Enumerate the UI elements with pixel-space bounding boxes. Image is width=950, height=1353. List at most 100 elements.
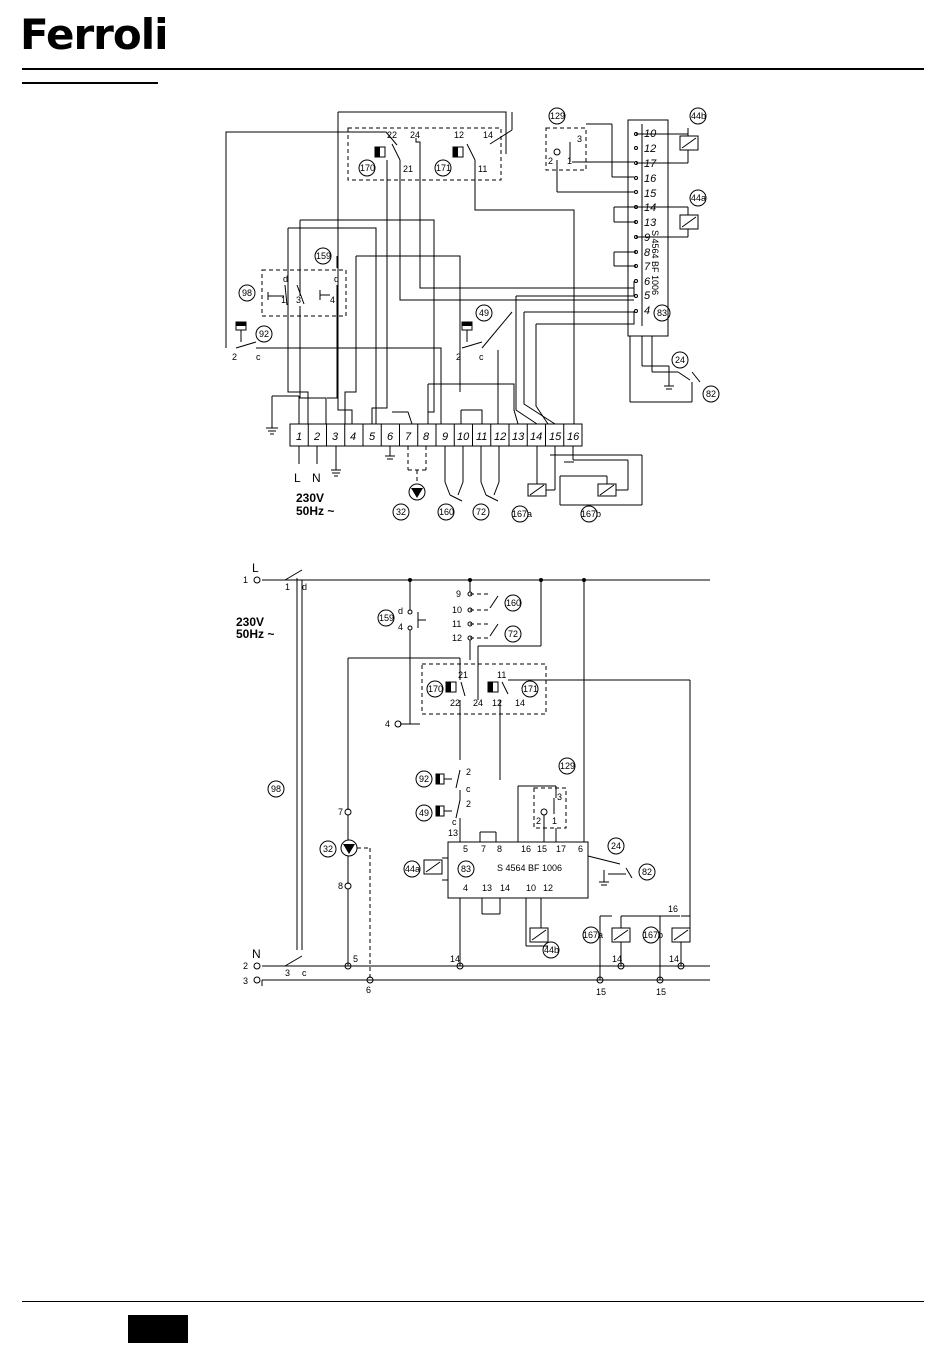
terminal-label: 5 — [353, 954, 358, 964]
switches-160-72 — [444, 446, 500, 502]
module-pin: 4 — [463, 883, 468, 893]
terminal-label: 7 — [338, 807, 343, 817]
pump-32 — [385, 446, 427, 501]
ref-83: 83 — [461, 864, 471, 874]
contact-label: 1 — [552, 816, 557, 826]
control-module-83: S 4564 BF 1006 10 12 17 16 15 14 13 9 8 … — [613, 119, 701, 403]
contact-label: 2 — [466, 767, 471, 777]
contact-label: 4 — [330, 295, 335, 305]
terminal-label: 6 — [387, 431, 394, 443]
module-pin: 9 — [644, 232, 650, 244]
terminal-label: 14 — [669, 954, 679, 964]
contact-label: 22 — [387, 130, 397, 140]
ref-92: 92 — [419, 774, 429, 784]
module-pin: 16 — [521, 844, 531, 854]
ref-49: 49 — [419, 808, 429, 818]
module-pin: 4 — [644, 305, 650, 317]
switch-box-129: 3 2 1 — [545, 123, 634, 193]
terminal-label: 10 — [457, 431, 470, 443]
ref-44b: 44b — [691, 111, 706, 121]
ref-167b: 167b — [643, 930, 663, 940]
switches-92-49: 2 c 2 c — [232, 321, 484, 362]
contact-label: 12 — [492, 698, 502, 708]
terminal-label: 16 — [567, 431, 580, 443]
terminal-label: 4 — [350, 431, 356, 443]
module-pin: 5 — [644, 290, 651, 302]
ref-129: 129 — [550, 111, 565, 121]
contact-label: 3 — [296, 295, 301, 305]
ref-98: 98 — [271, 784, 281, 794]
contact-label: 1 — [285, 582, 290, 592]
header-underline — [22, 82, 158, 84]
contact-label: 11 — [497, 670, 506, 680]
ref-171: 171 — [523, 684, 538, 694]
terminal-label: 7 — [405, 431, 412, 443]
terminal-label: 11 — [476, 431, 487, 443]
contact-label: 2 — [536, 816, 541, 826]
terminal-label: 15 — [549, 431, 562, 443]
contact-label: 11 — [478, 164, 487, 174]
terminal-label: 3 — [332, 431, 339, 443]
contact-label: 4 — [398, 622, 403, 632]
ref-82: 82 — [706, 389, 716, 399]
contact-label: 24 — [410, 130, 420, 140]
module-label: S 4564 BF 1006 — [650, 230, 660, 295]
ref-44a: 44a — [405, 864, 420, 874]
terminal-label: 15 — [656, 987, 666, 997]
line-L-label: L — [252, 561, 259, 575]
terminal-label: 8 — [338, 881, 343, 891]
ref-170: 170 — [360, 163, 375, 173]
ref-160: 160 — [439, 507, 454, 517]
terminal-label: 9 — [456, 589, 461, 599]
terminal-label: 14 — [450, 954, 460, 964]
footer-rule — [22, 1301, 924, 1302]
ref-92: 92 — [259, 329, 269, 339]
terminal-label: 14 — [612, 954, 622, 964]
line-N-label: N — [252, 947, 261, 961]
page-number-tab — [128, 1315, 188, 1343]
ref-167a: 167a — [583, 930, 603, 940]
terminal-label: 1 — [296, 431, 302, 443]
terminal-label: 3 — [243, 976, 248, 986]
contact-label: d — [398, 606, 403, 616]
supply-rating-voltage: 230V — [296, 491, 324, 505]
top-wiring — [225, 111, 635, 425]
contact-label: c — [479, 352, 484, 362]
contact-label: d — [334, 274, 339, 284]
ref-24: 24 — [611, 841, 621, 851]
module-pin: 6 — [644, 276, 651, 288]
module-pin: 12 — [543, 883, 553, 893]
ref-170: 170 — [428, 684, 443, 694]
contact-label: 3 — [285, 968, 290, 978]
ref-83: 83 — [657, 308, 667, 318]
supply-rating-voltage: 230V — [236, 615, 264, 629]
terminal-label: 6 — [366, 985, 371, 995]
supply-N-label: N — [312, 471, 321, 485]
contact-label: 21 — [458, 670, 468, 680]
contact-label: 14 — [483, 130, 493, 140]
supply-rating-frequency: 50Hz ~ — [296, 504, 334, 518]
module-pin: 6 — [578, 844, 583, 854]
terminal-label: 1 — [243, 575, 248, 585]
contact-label: 14 — [515, 698, 525, 708]
contact-label: 1 — [567, 156, 572, 166]
module-pin: 12 — [644, 143, 656, 155]
contact-label: 24 — [473, 698, 483, 708]
ref-49: 49 — [479, 308, 489, 318]
module-pin: 10 — [526, 883, 536, 893]
ref-159: 159 — [379, 613, 394, 623]
ref-24: 24 — [675, 355, 685, 365]
supply-L-label: L — [294, 471, 301, 485]
terminal-label: 16 — [668, 904, 678, 914]
module-pin: 5 — [463, 844, 468, 854]
terminal-label: 5 — [369, 431, 376, 443]
module-pin: 15 — [537, 844, 547, 854]
module-pin: 15 — [644, 188, 657, 200]
terminal-label: 15 — [596, 987, 606, 997]
contact-label: d — [302, 582, 307, 592]
bottom-component-refs: 159 160 72 170 171 98 92 49 129 32 44a 8… — [267, 594, 663, 959]
contact-label: 3 — [557, 792, 562, 802]
contact-label: d — [283, 274, 288, 284]
contact-label: c — [466, 784, 471, 794]
ref-160: 160 — [506, 598, 521, 608]
